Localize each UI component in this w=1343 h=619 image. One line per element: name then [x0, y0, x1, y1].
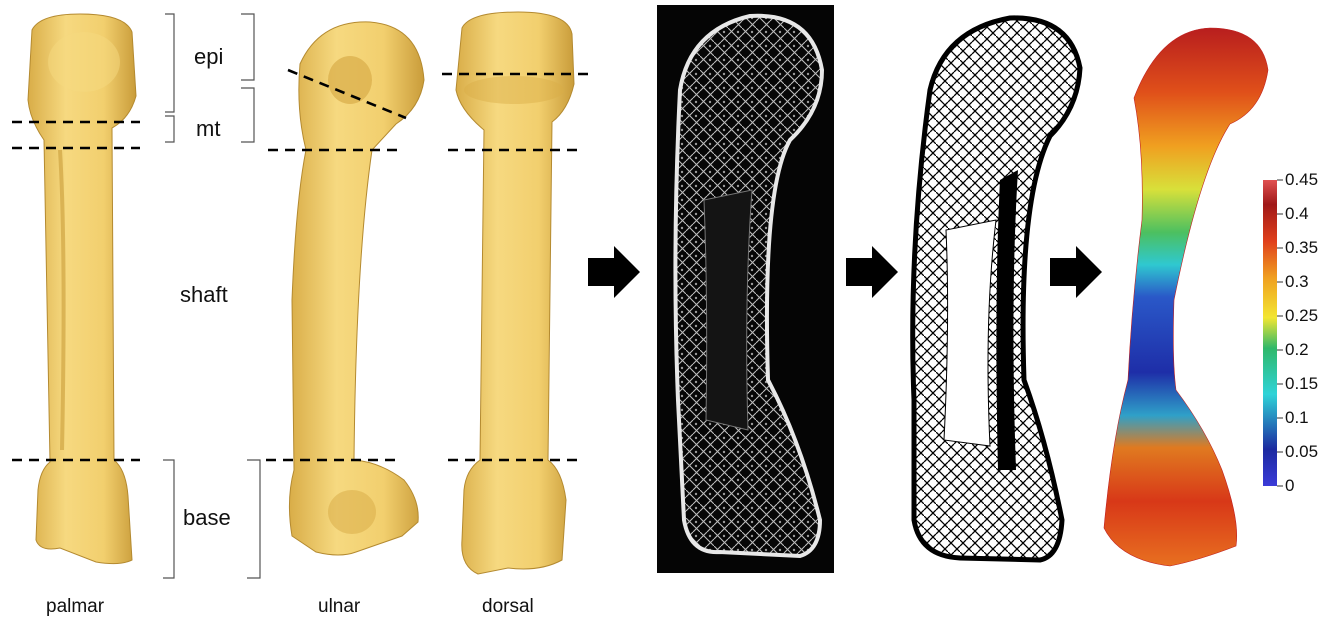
label-mt: mt	[196, 116, 220, 142]
arrow-2	[846, 246, 898, 298]
colorbar-tick-label: 0.45	[1285, 171, 1318, 188]
colorbar-tick-label: 0.3	[1285, 273, 1309, 290]
ct-slice	[657, 5, 834, 573]
label-epi: epi	[194, 44, 223, 70]
bone-ulnar	[289, 22, 424, 555]
heatmap-bone	[1104, 28, 1268, 566]
colorbar-tick-label: 0.1	[1285, 409, 1309, 426]
arrow-1	[588, 246, 640, 298]
colorbar-tick-label: 0.15	[1285, 375, 1318, 392]
colorbar-tick-label: 0	[1285, 477, 1294, 494]
caption-ulnar: ulnar	[318, 596, 360, 618]
colorbar-tick-label: 0.05	[1285, 443, 1318, 460]
segmented-image	[913, 18, 1080, 560]
arrow-3	[1050, 246, 1102, 298]
caption-palmar: palmar	[46, 596, 104, 618]
colorbar	[1263, 180, 1283, 486]
colorbar-tick-label: 0.25	[1285, 307, 1318, 324]
caption-dorsal: dorsal	[482, 596, 534, 618]
colorbar-tick-label: 0.2	[1285, 341, 1309, 358]
label-base: base	[183, 505, 231, 531]
label-shaft: shaft	[180, 282, 228, 308]
bone-dorsal	[456, 12, 574, 574]
colorbar-tick-label: 0.35	[1285, 239, 1318, 256]
bone-palmar	[28, 14, 136, 564]
colorbar-tick-label: 0.4	[1285, 205, 1309, 222]
